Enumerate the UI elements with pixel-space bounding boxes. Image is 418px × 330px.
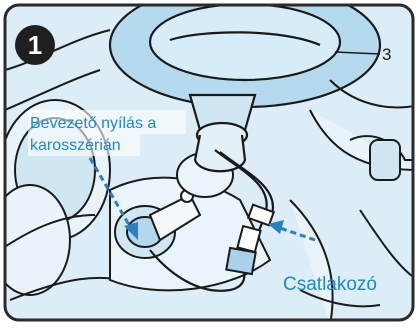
- step-badge: 1: [15, 25, 55, 65]
- inlet-label-line-2: karosszérián: [30, 137, 121, 154]
- step-number: 1: [28, 30, 42, 60]
- inlet-label-line-1: Bevezető nyílás a: [30, 115, 156, 132]
- connector-label: Csatlakozó: [283, 274, 377, 295]
- callout-part-number: 3: [382, 45, 391, 64]
